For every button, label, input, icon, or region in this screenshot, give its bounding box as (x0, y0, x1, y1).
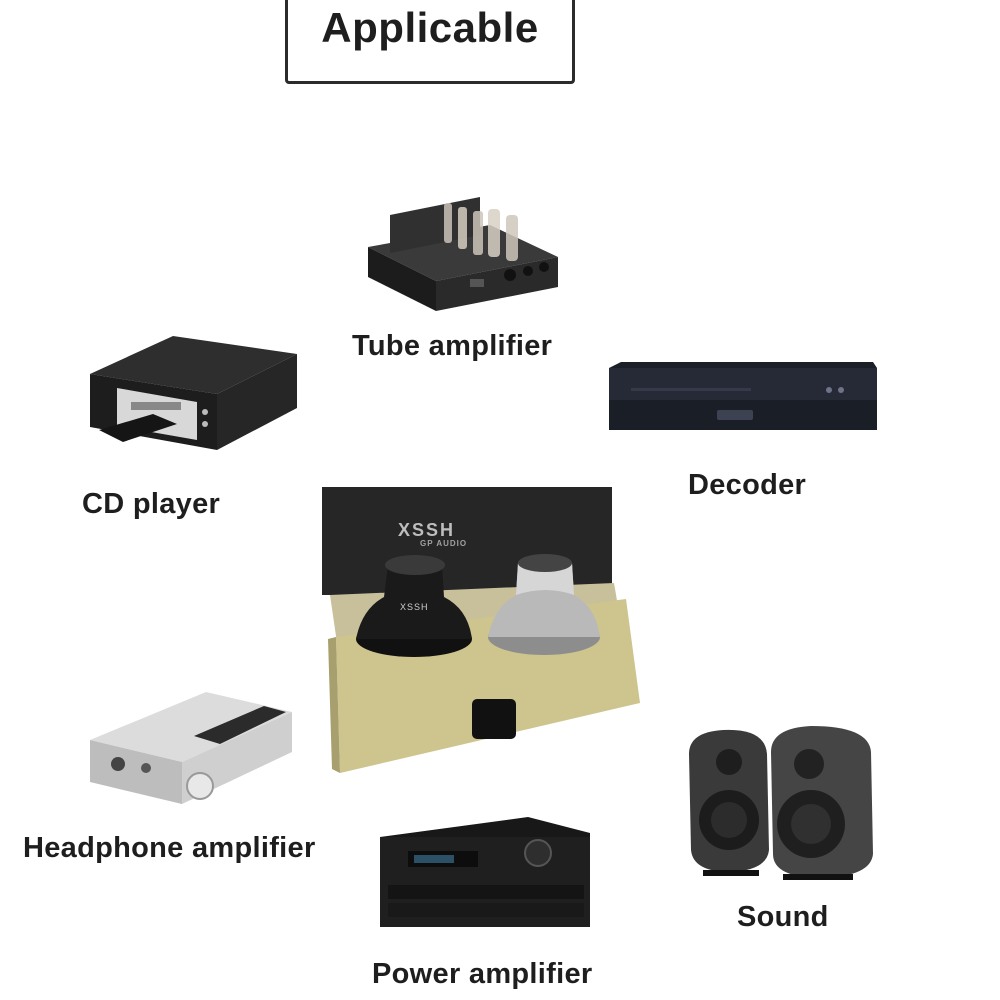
sound-label: Sound (737, 901, 829, 933)
tube-amplifier-image (360, 185, 565, 315)
title-frame (285, 0, 575, 84)
cd-player-image (85, 332, 300, 457)
cd-player-label: CD player (82, 488, 221, 520)
headphone-amplifier-image (86, 686, 296, 810)
box-subtitle-text: GP AUDIO (420, 539, 468, 548)
page-title: Applicable (321, 4, 539, 51)
tube-amplifier-label: Tube amplifier (352, 330, 553, 362)
decoder-label: Decoder (688, 469, 807, 501)
decoder-image (607, 360, 879, 438)
headphone-amplifier-label: Headphone amplifier (23, 832, 316, 864)
speakers-image (683, 724, 879, 882)
power-amplifier-label: Power amplifier (372, 958, 593, 990)
product-box-image (322, 487, 640, 773)
box-brand-text: XSSH (398, 520, 456, 540)
power-amplifier-image (378, 815, 592, 933)
foot-engraving-text: XSSH (400, 602, 429, 612)
